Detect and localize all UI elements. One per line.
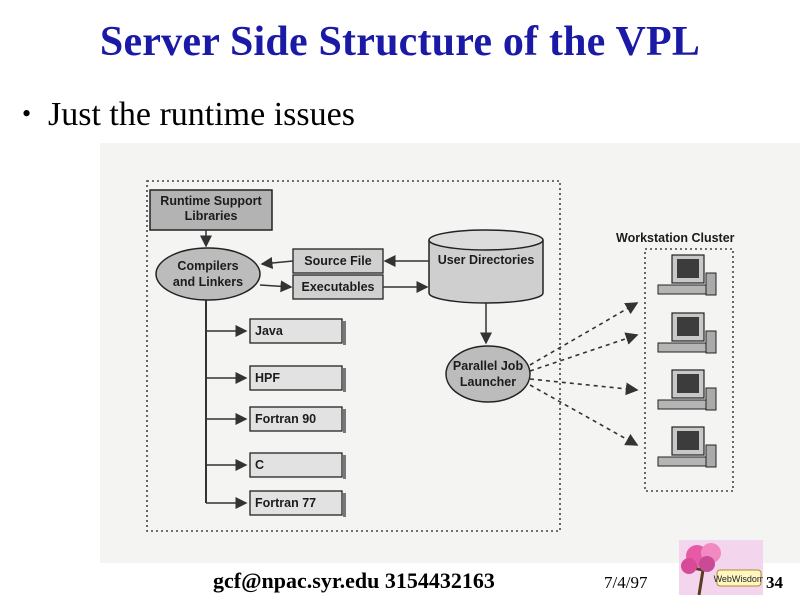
- workstation-cluster-title: Workstation Cluster: [616, 231, 735, 245]
- source-file-label: Source File: [304, 254, 371, 268]
- bullet-item: • Just the runtime issues: [22, 96, 355, 134]
- compilers-line1: Compilers: [177, 259, 238, 273]
- runtime-libs-line2: Libraries: [185, 209, 238, 223]
- language-c: C: [206, 452, 346, 479]
- language-label: Java: [255, 324, 284, 338]
- parallel-job-launcher-node: Parallel Job Launcher: [445, 345, 531, 403]
- page-number: 34: [766, 573, 783, 592]
- language-label: Fortran 90: [255, 412, 316, 426]
- language-hpf: HPF: [206, 365, 346, 392]
- workstation-computer-icon: [657, 369, 717, 411]
- user-directories-cylinder: User Directories: [428, 229, 544, 304]
- launcher-to-cluster-arrows: [529, 302, 639, 446]
- language-label: C: [255, 458, 264, 472]
- launcher-line2: Launcher: [460, 375, 516, 389]
- language-java: Java: [206, 318, 346, 345]
- vpl-server-diagram: Runtime Support Libraries Compilers and …: [100, 143, 800, 563]
- source-file-box: Source File: [292, 248, 384, 274]
- bullet-dot: •: [22, 99, 32, 128]
- launcher-line1: Parallel Job: [453, 359, 524, 373]
- user-directories-label: User Directories: [438, 253, 535, 267]
- workstation-computer-icon: [657, 254, 717, 296]
- footer-date: 7/4/97: [604, 573, 648, 592]
- logo-text: WebWisdom: [714, 574, 763, 584]
- webwisdom-logo: WebWisdom: [679, 540, 763, 595]
- language-fortran77: Fortran 77: [206, 490, 346, 517]
- language-list: Java HPF Fortran 90 C Fortran 77: [206, 318, 346, 517]
- executables-label: Executables: [302, 280, 375, 294]
- runtime-support-libraries-box: Runtime Support Libraries: [149, 189, 273, 231]
- language-label: HPF: [255, 371, 280, 385]
- slide-title: Server Side Structure of the VPL: [99, 19, 701, 65]
- runtime-libs-line1: Runtime Support: [160, 194, 262, 208]
- footer-contact: gcf@npac.syr.edu 3154432163: [213, 568, 495, 593]
- language-fortran90: Fortran 90: [206, 406, 346, 433]
- language-label: Fortran 77: [255, 496, 316, 510]
- compilers-line2: and Linkers: [173, 275, 243, 289]
- compilers-to-executables-arrow: [259, 280, 293, 293]
- bullet-text: Just the runtime issues: [48, 96, 355, 133]
- compilers-linkers-node: Compilers and Linkers: [155, 247, 261, 301]
- workstation-computer-icon: [657, 312, 717, 354]
- workstation-computer-icon: [657, 426, 717, 468]
- server-boundary: [146, 180, 561, 532]
- source-to-compilers-arrow: [260, 257, 294, 269]
- executables-box: Executables: [292, 274, 384, 300]
